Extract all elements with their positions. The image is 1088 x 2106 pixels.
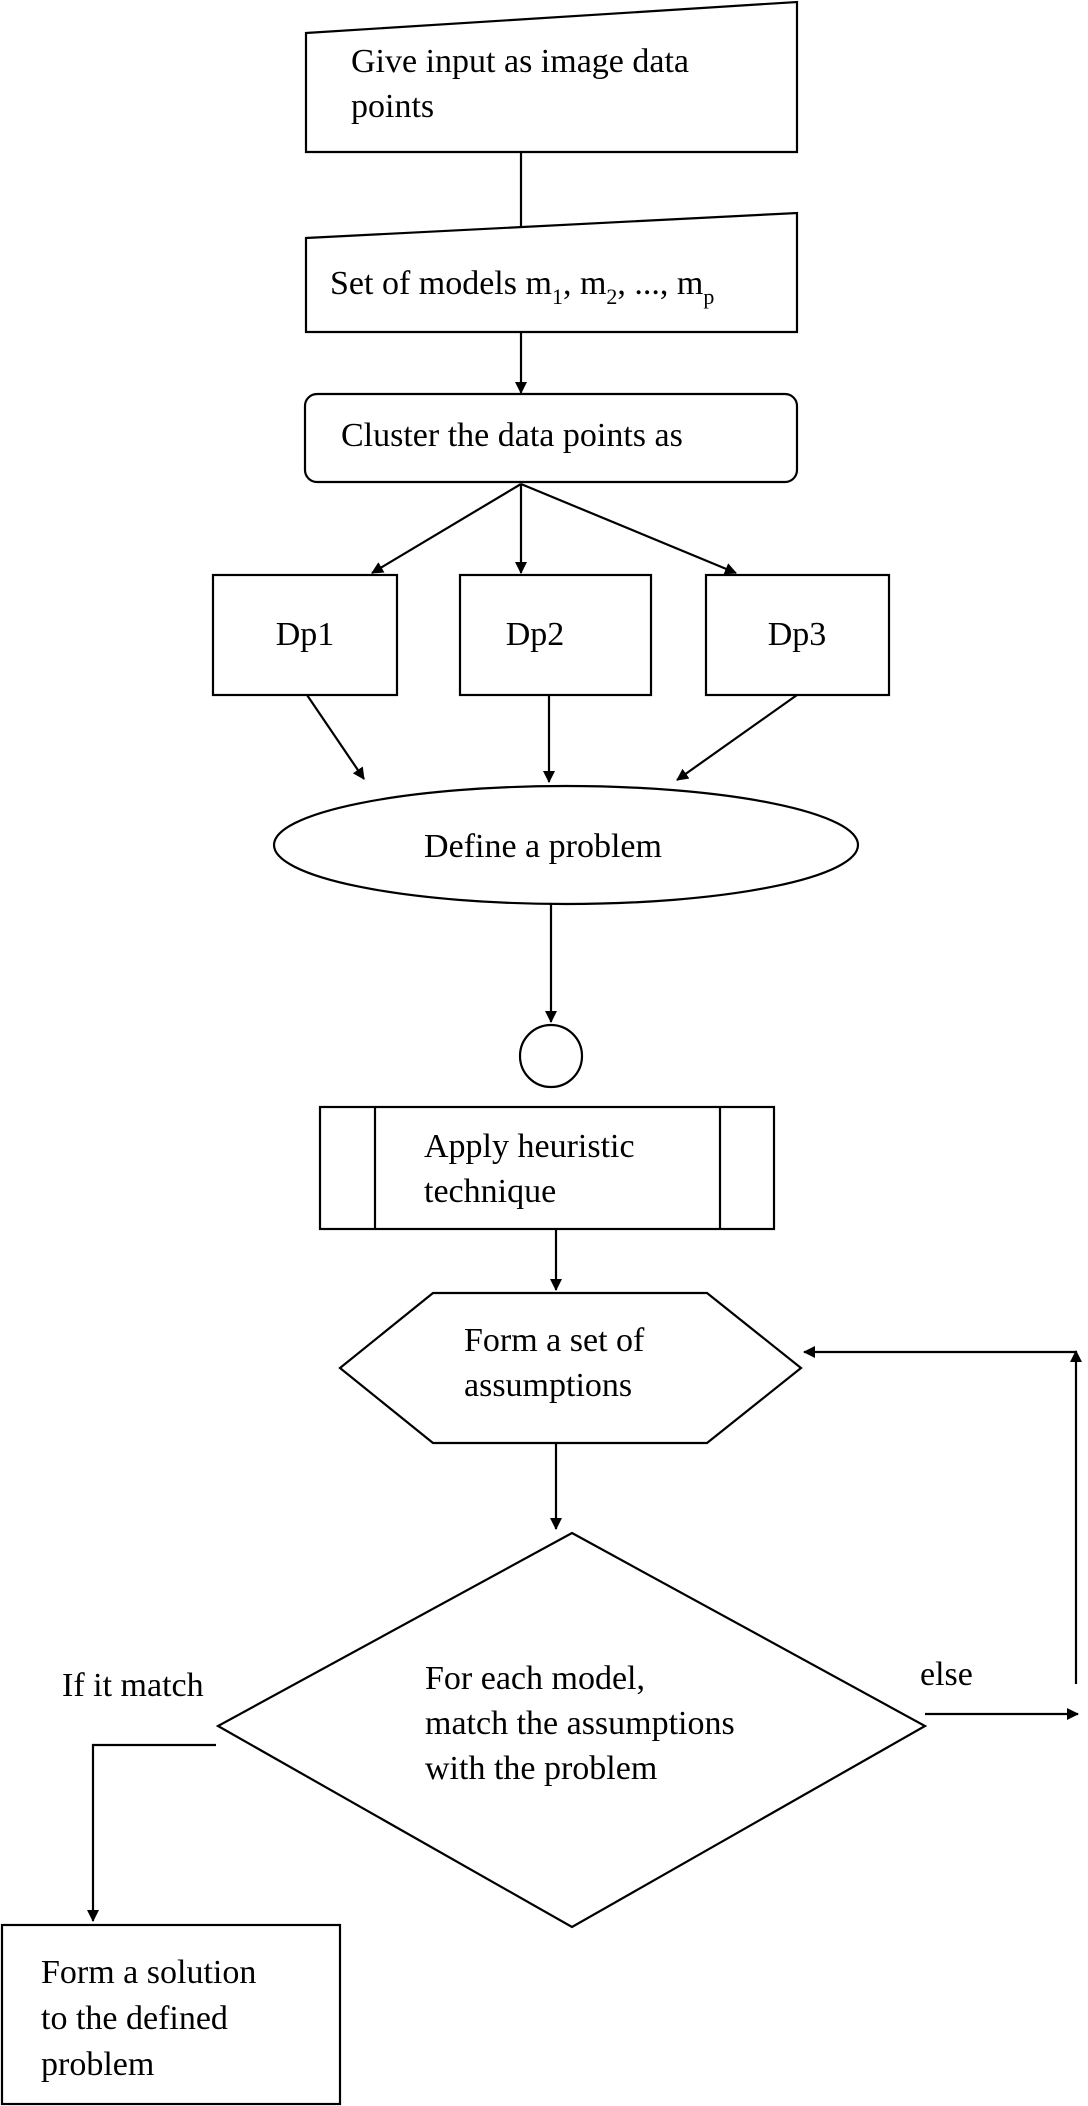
input-node-line1: Give input as image data	[351, 43, 689, 80]
dp1-node: Dp1	[211, 573, 399, 697]
input-node: Give input as image data points	[304, 0, 799, 154]
edge-decision-match	[87, 1743, 216, 1922]
solution-node-line3: problem	[41, 2046, 154, 2083]
heuristic-node-line2: technique	[424, 1173, 556, 1210]
assumptions-node-line2: assumptions	[464, 1367, 632, 1404]
connector-circle	[518, 1023, 584, 1089]
edge-dp1-to-define	[306, 694, 365, 780]
decision-node-line1: For each model,	[425, 1660, 645, 1697]
decision-node-line3: with the problem	[425, 1750, 657, 1787]
edge-label-else: else	[920, 1656, 973, 1693]
dp3-node: Dp3	[704, 573, 891, 697]
models-node: Set of models m1, m2, ..., mp	[304, 211, 799, 334]
define-node: Define a problem	[272, 784, 860, 906]
edge-cluster-to-dp3	[520, 482, 737, 575]
edge-label-match: If it match	[62, 1667, 204, 1704]
edge-cluster-to-dp1	[371, 483, 522, 574]
solution-node-line1: Form a solution	[41, 1954, 256, 1991]
dp2-node-label: Dp2	[506, 616, 565, 653]
dp3-node-label: Dp3	[768, 616, 827, 653]
cluster-node: Cluster the data points as	[303, 392, 799, 484]
edge-dp3-to-define	[676, 694, 798, 781]
cluster-node-label: Cluster the data points as	[341, 417, 683, 454]
models-node-label: Set of models m1, m2, ..., mp	[330, 265, 714, 309]
solution-node-line2: to the defined	[41, 2000, 228, 2037]
decision-node: For each model, match the assumptions wi…	[215, 1531, 928, 1929]
decision-node-line2: match the assumptions	[425, 1705, 735, 1742]
input-node-line2: points	[351, 88, 434, 125]
assumptions-node: Form a set of assumptions	[338, 1291, 803, 1445]
define-node-label: Define a problem	[424, 828, 662, 865]
assumptions-node-line1: Form a set of	[464, 1322, 645, 1359]
dp1-node-label: Dp1	[276, 616, 335, 653]
heuristic-node-line1: Apply heuristic	[424, 1128, 635, 1165]
dp2-node: Dp2	[458, 573, 653, 697]
solution-node: Form a solution to the defined problem	[0, 1923, 342, 2106]
heuristic-node: Apply heuristic technique	[318, 1105, 776, 1231]
